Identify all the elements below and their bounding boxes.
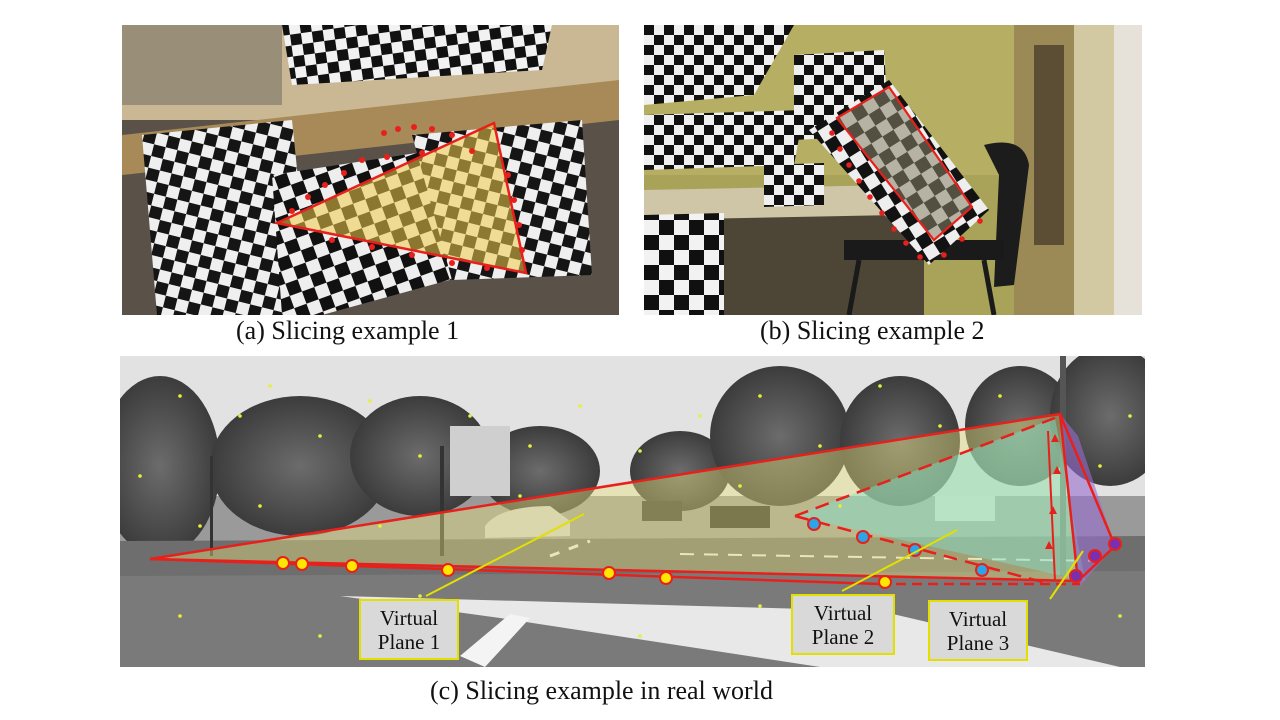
slicing-example-2-image [644, 25, 1142, 315]
virtual-plane-2-label: Virtual Plane 2 [791, 594, 895, 655]
virtual-plane-2-line1: Virtual [813, 601, 873, 625]
caption-b: (b) Slicing example 2 [760, 316, 985, 345]
virtual-plane-3-label: Virtual Plane 3 [928, 600, 1028, 661]
virtual-plane-3-line2: Plane 3 [946, 631, 1010, 655]
virtual-plane-1-label: Virtual Plane 1 [359, 599, 459, 660]
figure-panel-b [644, 25, 1142, 315]
slicing-example-1-image [122, 25, 619, 315]
caption-c: (c) Slicing example in real world [430, 676, 773, 705]
virtual-plane-2-line2: Plane 2 [811, 625, 875, 649]
caption-a: (a) Slicing example 1 [236, 316, 460, 345]
virtual-plane-1-line2: Plane 1 [377, 630, 441, 654]
virtual-plane-3-line1: Virtual [948, 607, 1008, 631]
figure-panel-a [122, 25, 619, 315]
virtual-plane-1-line1: Virtual [379, 606, 439, 630]
